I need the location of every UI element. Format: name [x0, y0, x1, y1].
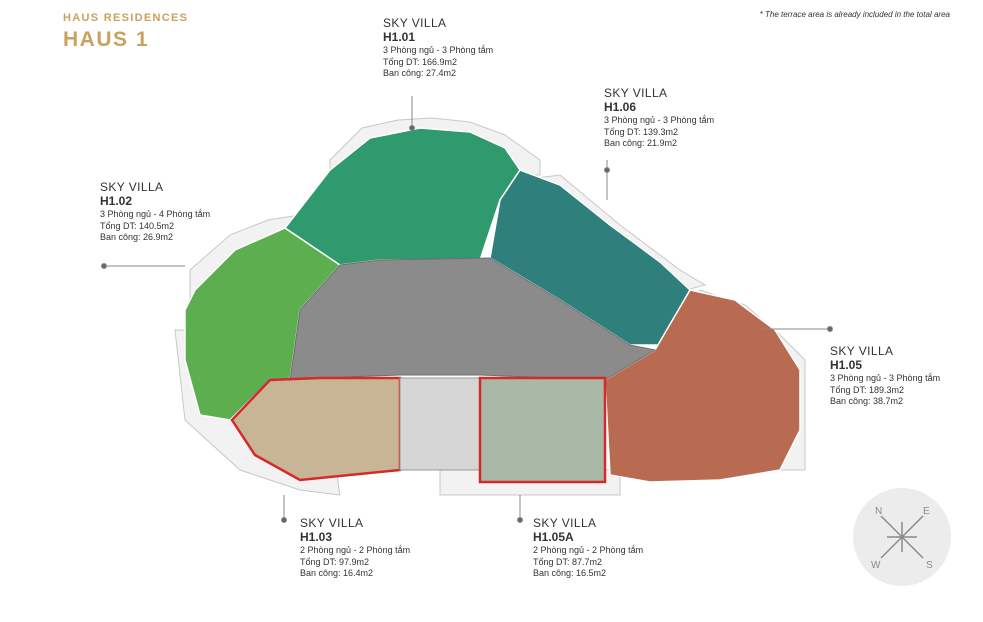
unit-type: SKY VILLA — [383, 16, 447, 30]
unit-rooms: 3 Phòng ngủ - 3 Phòng tắm — [830, 373, 941, 383]
building-name: HAUS 1 — [63, 28, 150, 51]
unit-label-h103[interactable]: SKY VILLA H1.03 2 Phòng ngủ - 2 Phòng tắ… — [300, 516, 411, 580]
unit-label-h105a[interactable]: SKY VILLA H1.05A 2 Phòng ngủ - 2 Phòng t… — [533, 516, 644, 580]
unit-h105a-area — [478, 376, 607, 484]
compass-s: S — [926, 560, 933, 571]
unit-label-h105[interactable]: SKY VILLA H1.05 3 Phòng ngủ - 3 Phòng tắ… — [830, 344, 941, 408]
unit-h101-area — [283, 127, 521, 266]
terrace-note: * The terrace area is already included i… — [759, 10, 950, 19]
unit-total-area: Tổng DT: 139.3m2 — [604, 126, 679, 137]
unit-rooms: 2 Phòng ngủ - 2 Phòng tắm — [300, 545, 411, 555]
unit-rooms: 3 Phòng ngủ - 3 Phòng tắm — [383, 45, 494, 55]
unit-type: SKY VILLA — [100, 180, 164, 194]
compass-w: W — [871, 560, 881, 571]
unit-type: SKY VILLA — [533, 516, 597, 530]
unit-h103-area — [230, 376, 402, 482]
compass-n: N — [875, 506, 882, 517]
unit-code: H1.05 — [830, 357, 863, 372]
unit-type: SKY VILLA — [830, 344, 894, 358]
unit-label-h106[interactable]: SKY VILLA H1.06 3 Phòng ngủ - 3 Phòng tắ… — [604, 86, 715, 150]
unit-code: H1.01 — [383, 29, 416, 44]
unit-label-h101[interactable]: SKY VILLA H1.01 3 Phòng ngủ - 3 Phòng tắ… — [383, 16, 494, 80]
unit-type: SKY VILLA — [604, 86, 668, 100]
unit-balcony-area: Ban công: 21.9m2 — [604, 138, 678, 148]
unit-total-area: Tổng DT: 166.9m2 — [383, 56, 458, 67]
unit-balcony-area: Ban công: 38.7m2 — [830, 396, 904, 406]
unit-total-area: Tổng DT: 87.7m2 — [533, 556, 603, 567]
unit-label-h102[interactable]: SKY VILLA H1.02 3 Phòng ngủ - 4 Phòng tắ… — [100, 180, 211, 244]
unit-balcony-area: Ban công: 27.4m2 — [383, 68, 457, 78]
unit-total-area: Tổng DT: 97.9m2 — [300, 556, 370, 567]
compass-icon: N E S W — [853, 488, 951, 586]
unit-code: H1.06 — [604, 99, 637, 114]
unit-balcony-area: Ban công: 16.4m2 — [300, 568, 374, 578]
compass-e: E — [923, 506, 930, 517]
unit-balcony-area: Ban công: 26.9m2 — [100, 232, 174, 242]
lower-core — [399, 377, 481, 471]
unit-rooms: 3 Phòng ngủ - 4 Phòng tắm — [100, 209, 211, 219]
project-name: HAUS RESIDENCES — [63, 12, 189, 24]
leader-lines — [101, 96, 833, 523]
unit-rooms: 2 Phòng ngủ - 2 Phòng tắm — [533, 545, 644, 555]
unit-code: H1.03 — [300, 529, 333, 544]
unit-total-area: Tổng DT: 189.3m2 — [830, 384, 905, 395]
unit-type: SKY VILLA — [300, 516, 364, 530]
unit-code: H1.05A — [533, 529, 574, 544]
unit-total-area: Tổng DT: 140.5m2 — [100, 220, 175, 231]
unit-code: H1.02 — [100, 193, 133, 208]
unit-rooms: 3 Phòng ngủ - 3 Phòng tắm — [604, 115, 715, 125]
unit-balcony-area: Ban công: 16.5m2 — [533, 568, 607, 578]
